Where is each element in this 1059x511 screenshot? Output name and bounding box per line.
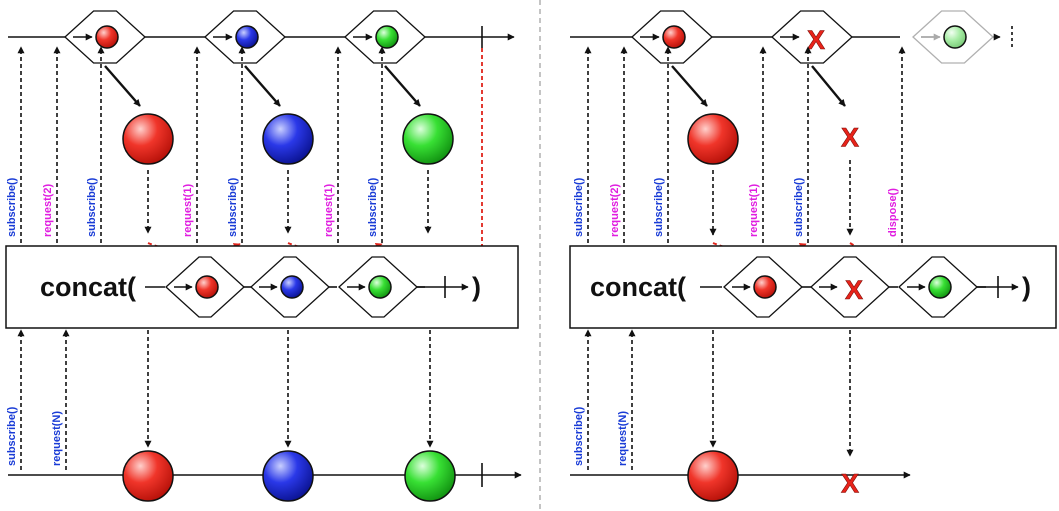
emitted-error-x: X <box>841 122 859 152</box>
downstream-request-n-label: request(N) <box>51 411 63 466</box>
error-x-mark: X <box>845 275 863 305</box>
source-inner-publisher-3 <box>344 10 426 64</box>
source-inner-publisher-1 <box>64 10 146 64</box>
green-ball <box>928 275 952 299</box>
output-red-ball <box>687 450 739 502</box>
upstream-request-1-label-6: request(1) <box>323 183 335 237</box>
concat-inner-1 <box>723 256 803 318</box>
output-green-ball <box>404 450 456 502</box>
hexagon-frame <box>771 10 853 64</box>
upstream-dispose-label-6: dispose() <box>887 188 899 237</box>
concat-inner-2: X <box>810 256 890 318</box>
upstream-subscribe-label-1: subscribe() <box>573 177 585 237</box>
downstream-subscribe-label: subscribe() <box>6 406 18 466</box>
upstream-subscribe-label-7: subscribe() <box>367 177 379 237</box>
green-ball <box>375 25 399 49</box>
downstream-subscribe-label: subscribe() <box>573 406 585 466</box>
upstream-subscribe-label-3: subscribe() <box>653 177 665 237</box>
concat-close-paren: ) <box>472 272 481 302</box>
concat-inner-1 <box>165 256 245 318</box>
output-red-ball <box>122 450 174 502</box>
red-ball <box>195 275 219 299</box>
source-inner-publisher-1 <box>631 10 713 64</box>
upstream-request-1-label-4: request(1) <box>748 183 760 237</box>
blue-ball <box>280 275 304 299</box>
upstream-subscribe-label-5: subscribe() <box>227 177 239 237</box>
red-ball <box>753 275 777 299</box>
upstream-request-1-label-4: request(1) <box>182 183 194 237</box>
red-ball <box>95 25 119 49</box>
subscribe-arrow-1 <box>671 65 708 107</box>
emitted-red-ball <box>687 113 739 165</box>
error-x-mark: X <box>807 25 825 55</box>
concat-operator-label: concat( <box>40 272 136 302</box>
source-inner-publisher-3-cancelled <box>912 10 994 64</box>
green-ball <box>943 25 967 49</box>
subscribe-arrow-3 <box>384 65 421 107</box>
upstream-request-2-label-2: request(2) <box>609 183 621 237</box>
subscribe-arrow-1 <box>104 65 141 107</box>
upstream-request-2-label-2: request(2) <box>42 183 54 237</box>
upstream-subscribe-label-5: subscribe() <box>793 177 805 237</box>
left-panel-success: subscribe() request(2) subscribe() request(… <box>5 10 522 502</box>
emitted-blue-ball <box>262 113 314 165</box>
blue-ball <box>235 25 259 49</box>
downstream-request-n-label: request(N) <box>617 411 629 466</box>
source-inner-publisher-2: X <box>771 10 853 64</box>
emitted-green-ball <box>402 113 454 165</box>
upstream-subscribe-label-3: subscribe() <box>86 177 98 237</box>
green-ball <box>368 275 392 299</box>
output-blue-ball <box>262 450 314 502</box>
subscribe-arrow-2 <box>244 65 281 107</box>
red-ball <box>662 25 686 49</box>
upstream-subscribe-label-1: subscribe() <box>6 177 18 237</box>
output-error-x: X <box>841 468 859 498</box>
concat-operator-label: concat( <box>590 272 686 302</box>
concat-close-paren: ) <box>1022 272 1031 302</box>
source-inner-publisher-2 <box>204 10 286 64</box>
subscribe-arrow-2 <box>811 65 846 107</box>
emitted-red-ball <box>122 113 174 165</box>
